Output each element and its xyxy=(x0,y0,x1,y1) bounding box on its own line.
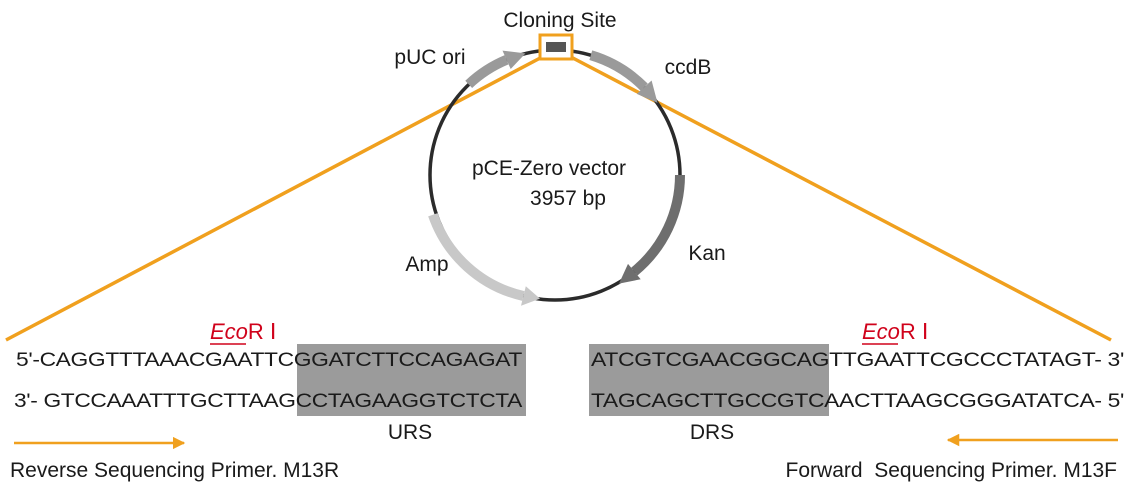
puc-ori-arrowhead xyxy=(502,50,526,69)
feature-label-ccdb: ccdB xyxy=(665,56,712,79)
amp-arc xyxy=(428,213,525,301)
plasmid-size: 3957 bp xyxy=(530,187,606,210)
enzyme-label-left: EcoR Ⅰ xyxy=(210,319,276,345)
kan-arrowhead xyxy=(619,263,641,284)
reverse-primer-label: Reverse Sequencing Primer. M13R xyxy=(10,459,339,482)
feature-label-puc-ori: pUC ori xyxy=(394,46,465,69)
urs-highlight-box xyxy=(297,344,526,416)
cloning-site-label: Cloning Site xyxy=(503,9,616,32)
plasmid-name: pCE-Zero vector xyxy=(472,157,626,180)
feature-label-amp: Amp xyxy=(405,253,448,276)
puc-ori-arc xyxy=(465,55,509,89)
feature-label-kan: Kan xyxy=(688,242,725,265)
enzyme-label-right: EcoR Ⅰ xyxy=(862,319,928,345)
svg-text:EcoR Ⅰ: EcoR Ⅰ xyxy=(210,319,276,344)
urs-label: URS xyxy=(388,421,432,444)
kan-arc xyxy=(631,174,685,276)
zoom-line-left xyxy=(5,54,545,342)
drs-label: DRS xyxy=(690,421,734,444)
cloning-site-insert xyxy=(546,42,566,52)
ccdb-arc xyxy=(589,50,648,91)
ccdb-arrowhead xyxy=(636,80,658,103)
drs-highlight-box xyxy=(589,344,829,416)
forward-primer-label: Forward Sequencing Primer. M13F xyxy=(786,459,1117,482)
svg-text:EcoR Ⅰ: EcoR Ⅰ xyxy=(862,319,928,344)
amp-arrowhead xyxy=(521,286,540,306)
